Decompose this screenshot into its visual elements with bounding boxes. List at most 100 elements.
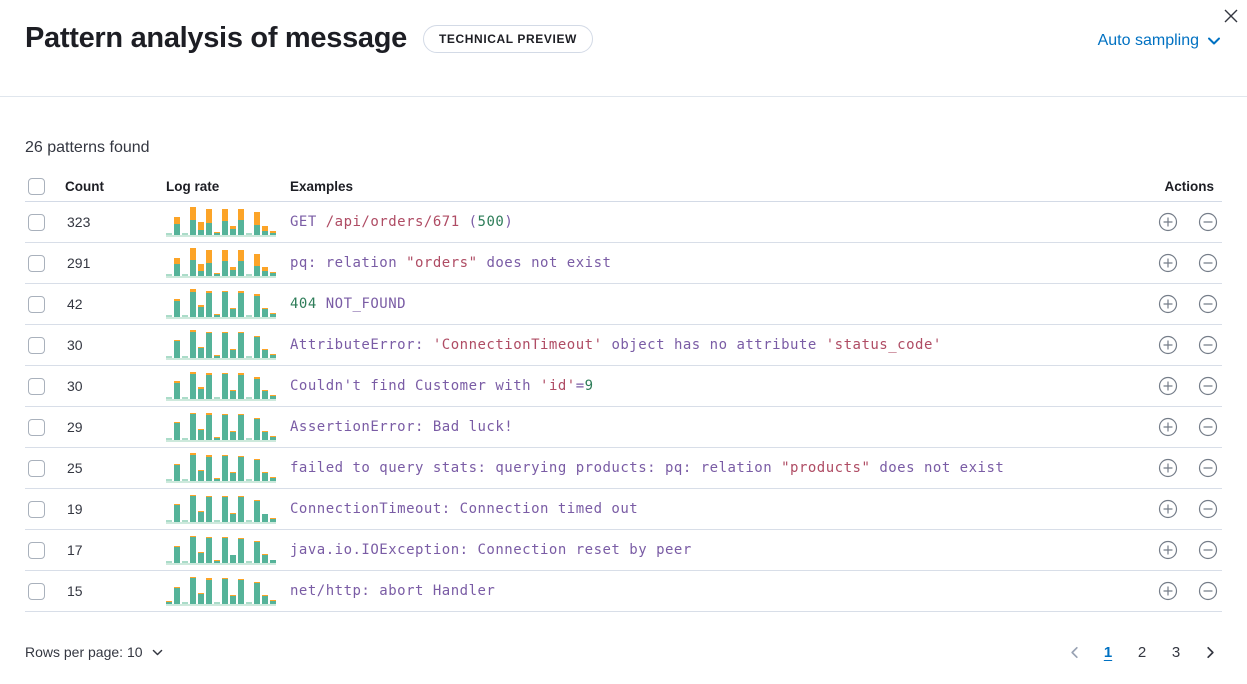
- sparkline-bar: [198, 387, 204, 399]
- sparkline-bar: [270, 436, 276, 440]
- minus-circle-icon: [1198, 458, 1218, 478]
- row-checkbox[interactable]: [28, 377, 45, 395]
- filter-in-button[interactable]: [1158, 253, 1178, 273]
- filter-out-button[interactable]: [1198, 540, 1218, 560]
- sparkline-bar: [174, 381, 180, 399]
- log-rate-sparkline: [166, 453, 276, 483]
- sparkline-bar: [166, 397, 172, 399]
- sparkline-bar: [230, 226, 236, 235]
- sampling-label: Auto sampling: [1097, 32, 1199, 49]
- filter-in-button[interactable]: [1158, 458, 1178, 478]
- filter-in-button[interactable]: [1158, 417, 1178, 437]
- plus-circle-icon: [1158, 499, 1178, 519]
- filter-in-button[interactable]: [1158, 499, 1178, 519]
- row-checkbox[interactable]: [28, 213, 45, 231]
- filter-in-button[interactable]: [1158, 335, 1178, 355]
- sparkline-bar: [166, 274, 172, 276]
- page-button-1[interactable]: 1: [1096, 640, 1120, 664]
- row-checkbox[interactable]: [28, 295, 45, 313]
- sparkline-bar: [198, 222, 204, 235]
- filter-in-button[interactable]: [1158, 376, 1178, 396]
- sparkline-bar: [230, 555, 236, 563]
- sparkline-bar: [262, 226, 268, 235]
- sparkline-bar: [206, 537, 212, 563]
- sparkline-bar: [166, 479, 172, 481]
- sparkline-bar: [190, 372, 196, 399]
- minus-circle-icon: [1198, 540, 1218, 560]
- page-button-2[interactable]: 2: [1130, 640, 1154, 664]
- sparkline-bar: [254, 377, 260, 399]
- filter-out-button[interactable]: [1198, 294, 1218, 314]
- filter-in-button[interactable]: [1158, 294, 1178, 314]
- close-button[interactable]: [1219, 4, 1243, 28]
- sparkline-bar: [238, 332, 244, 358]
- flyout-body: 26 patterns found Count Log rate Example…: [0, 139, 1247, 664]
- filter-out-button[interactable]: [1198, 581, 1218, 601]
- filter-out-button[interactable]: [1198, 335, 1218, 355]
- filter-out-button[interactable]: [1198, 458, 1218, 478]
- sparkline-bar: [238, 209, 244, 235]
- row-checkbox[interactable]: [28, 254, 45, 272]
- sparkline-bar: [190, 577, 196, 604]
- sparkline-bar: [262, 514, 268, 522]
- chevron-left-icon: [1070, 646, 1078, 658]
- sparkline-bar: [166, 520, 172, 522]
- column-header-actions: Actions: [1164, 178, 1214, 194]
- select-all-checkbox[interactable]: [28, 177, 45, 195]
- row-checkbox[interactable]: [28, 582, 45, 600]
- minus-circle-icon: [1198, 253, 1218, 273]
- sparkline-bar: [206, 373, 212, 399]
- next-page-button[interactable]: [1198, 640, 1222, 664]
- sparkline-bar: [174, 299, 180, 317]
- filter-out-button[interactable]: [1198, 417, 1218, 437]
- technical-preview-badge: TECHNICAL PREVIEW: [422, 24, 593, 53]
- filter-in-button[interactable]: [1158, 212, 1178, 232]
- row-actions: [1130, 253, 1222, 273]
- filter-out-button[interactable]: [1198, 253, 1218, 273]
- row-checkbox[interactable]: [28, 541, 45, 559]
- log-rate-sparkline: [166, 289, 276, 319]
- sparkline-bar: [214, 273, 220, 276]
- sparkline-bar: [222, 455, 228, 481]
- sparkline-bar: [182, 233, 188, 235]
- sparkline-bar: [190, 453, 196, 481]
- row-checkbox[interactable]: [28, 459, 45, 477]
- row-checkbox[interactable]: [28, 336, 45, 354]
- rows-per-page-button[interactable]: Rows per page: 10: [25, 644, 164, 660]
- sparkline-bar: [198, 593, 204, 604]
- example-text: pq: relation "orders" does not exist: [290, 255, 612, 271]
- filter-in-button[interactable]: [1158, 540, 1178, 560]
- sampling-dropdown[interactable]: Auto sampling: [1098, 32, 1222, 50]
- filter-out-button[interactable]: [1198, 376, 1218, 396]
- sparkline-bar: [206, 578, 212, 604]
- count-value: 15: [67, 583, 83, 599]
- example-text: net/http: abort Handler: [290, 583, 496, 599]
- sparkline-bar: [190, 536, 196, 563]
- sparkline-bar: [198, 347, 204, 358]
- sparkline-bar: [238, 538, 244, 563]
- previous-page-button[interactable]: [1062, 640, 1086, 664]
- count-value: 19: [67, 501, 83, 517]
- row-checkbox[interactable]: [28, 418, 45, 436]
- sparkline-bar: [182, 520, 188, 522]
- filter-in-button[interactable]: [1158, 581, 1178, 601]
- row-checkbox[interactable]: [28, 500, 45, 518]
- filter-out-button[interactable]: [1198, 212, 1218, 232]
- filter-out-button[interactable]: [1198, 499, 1218, 519]
- plus-circle-icon: [1158, 335, 1178, 355]
- plus-circle-icon: [1158, 376, 1178, 396]
- sparkline-bar: [198, 552, 204, 563]
- sparkline-bar: [214, 560, 220, 563]
- sparkline-bar: [270, 477, 276, 481]
- sparkline-bar: [254, 336, 260, 358]
- sparkline-bar: [166, 315, 172, 317]
- sparkline-bar: [190, 248, 196, 276]
- page-button-3[interactable]: 3: [1164, 640, 1188, 664]
- log-rate-sparkline: [166, 494, 276, 524]
